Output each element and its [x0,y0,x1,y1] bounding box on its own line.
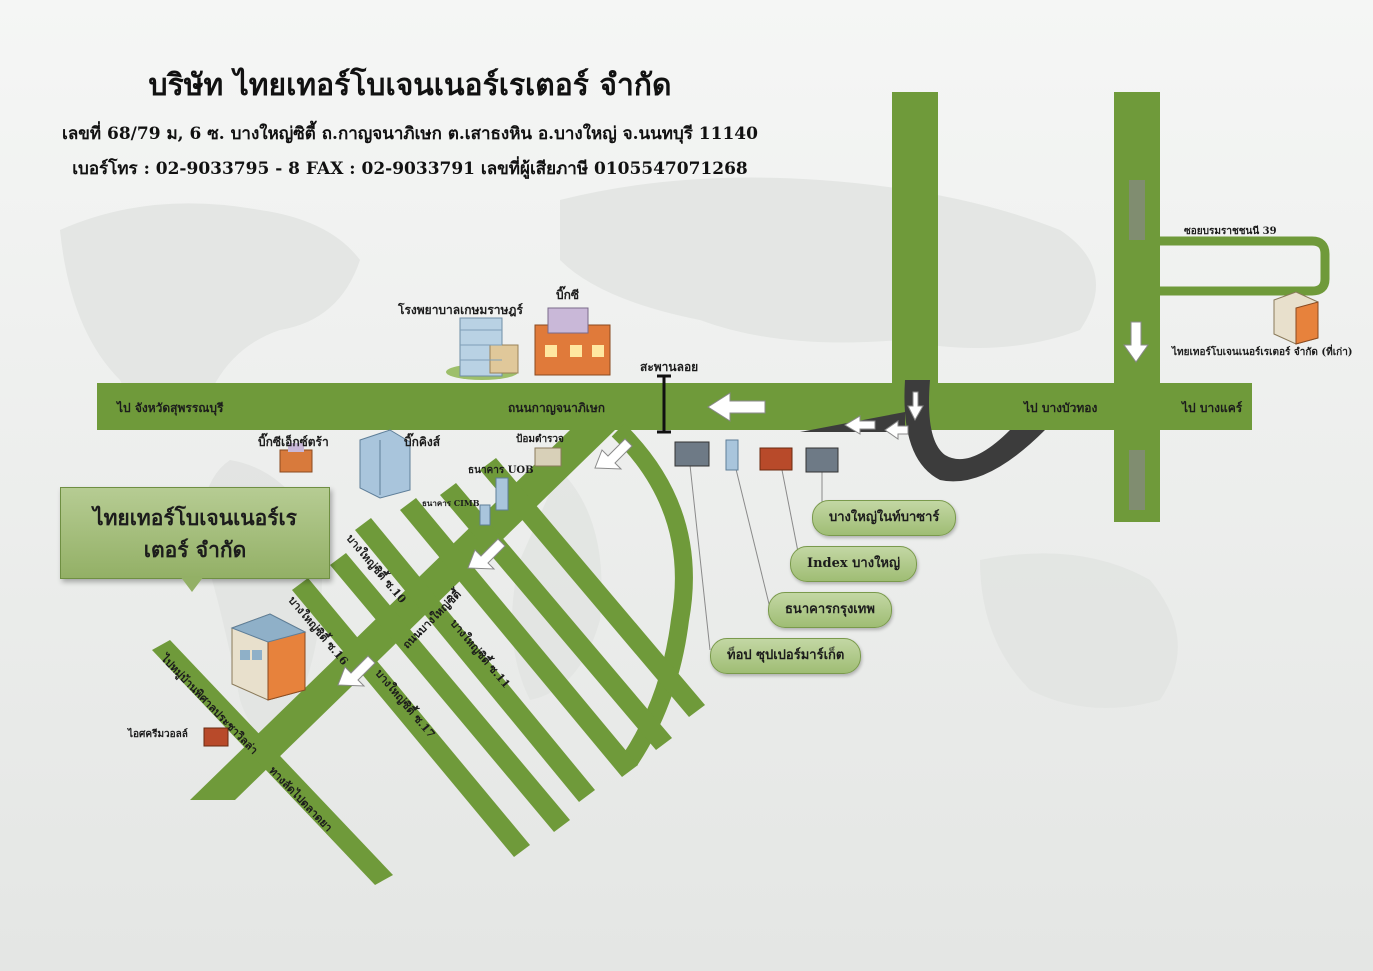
landmark-label-police-box: ป้อมตำรวจ [516,434,564,445]
ice-cream-mall-icon [203,727,229,747]
landmark-label-big-c-extra: บิ๊กซีเอ็กซ์ตร้า [258,435,329,449]
uob-tower-icon [495,477,509,511]
arrow-ramp-2 [884,420,909,440]
police-box-icon [534,447,562,467]
road-label-soi-39: ซอยบรมราชชนนี 39 [1184,226,1277,237]
bubble-tops: ท็อป ซุปเปอร์มาร์เก็ต [710,638,862,674]
main-road [97,383,1252,430]
bazaar-building-icon [805,447,839,473]
hospital-building-icon [446,317,519,380]
road-label-to-suphanburi: ไป จังหวัดสุพรรณบุรี [117,401,224,415]
landmark-label-cimb: ธนาคาร CIMB [422,498,480,508]
road-label-to-bang-bua-thong: ไป บางบัวทอง [1024,401,1098,415]
company-address: เลขที่ 68/79 ม, 6 ซ. บางใหญ่ซิตี้ ถ.กาญจ… [62,124,758,144]
arrow-diagonal-2 [467,538,506,570]
road-hatching [1129,180,1145,510]
company-contact: เบอร์โทร : 02-9033795 - 8 FAX : 02-90337… [72,159,748,179]
buildings [203,291,1319,747]
big-c-building-icon [534,307,611,376]
arrow-ramp-1 [844,415,876,435]
cimb-tower-icon [479,504,491,526]
landmark-label-ice-cream-mall: ไอศครีมวอลล์ [128,729,188,740]
landmark-label-hospital: โรงพยาบาลเกษมราษฎร์ [398,303,523,317]
big-c-extra-building-icon [279,443,313,473]
tops-building-icon [674,441,710,467]
big-king-building-icon [359,429,411,499]
arrow-diagonal-1 [594,438,633,470]
dark-ramp [904,380,1045,482]
arrow-left-main [707,392,766,422]
shops-row [674,439,839,473]
landmark-label-big-king: บิ๊กคิงส์ [404,435,441,449]
company-callout-text: ไทยเทอร์โบเจนเนอร์เรเตอร์ จำกัด [93,505,297,562]
roads [97,92,1330,885]
landmark-label-old-company: ไทยเทอร์โบเจนเนอร์เรเตอร์ จำกัด (ที่เก่า… [1172,347,1353,358]
company-building-icon [230,613,307,701]
pedestrian-bridge-marker [657,374,671,434]
road-label-to-bang-khae: ไป บางแคร์ [1182,401,1243,415]
company-title: บริษัท ไทยเทอร์โบเจนเนอร์เรเตอร์ จำกัด [148,68,672,103]
bangkok-bank-tower-icon [725,439,739,471]
company-callout: ไทยเทอร์โบเจนเนอร์เรเตอร์ จำกัด [60,487,330,579]
road-label-main-road: ถนนกาญจนาภิเษก [508,401,606,415]
arrow-diagonal-3 [337,655,376,687]
landmark-label-uob: ธนาคาร UOB [468,465,534,476]
soi-loop [1160,236,1330,296]
index-building-icon [759,447,793,471]
old-company-building-icon [1273,291,1319,345]
bubble-bangyai-bazaar: บางใหญ่ในท์บาซาร์ [812,500,957,536]
landmark-label-big-c: บิ๊กซี [556,288,580,302]
direction-arrows [337,321,1149,687]
vertical-road-bang-bua-thong [892,92,938,383]
landmark-label-bridge: สะพานลอย [640,360,699,374]
bangyai-city-road [190,430,615,800]
arrow-down-soi [1123,321,1149,363]
diagonal-road-long [152,640,393,885]
bubble-bangkok-bank: ธนาคารกรุงเทพ [768,592,892,628]
arrow-ramp-down [907,391,924,422]
side-streets [292,458,705,857]
company-callout-pointer [180,576,204,592]
bubble-index: Index บางใหญ่ [790,546,918,582]
